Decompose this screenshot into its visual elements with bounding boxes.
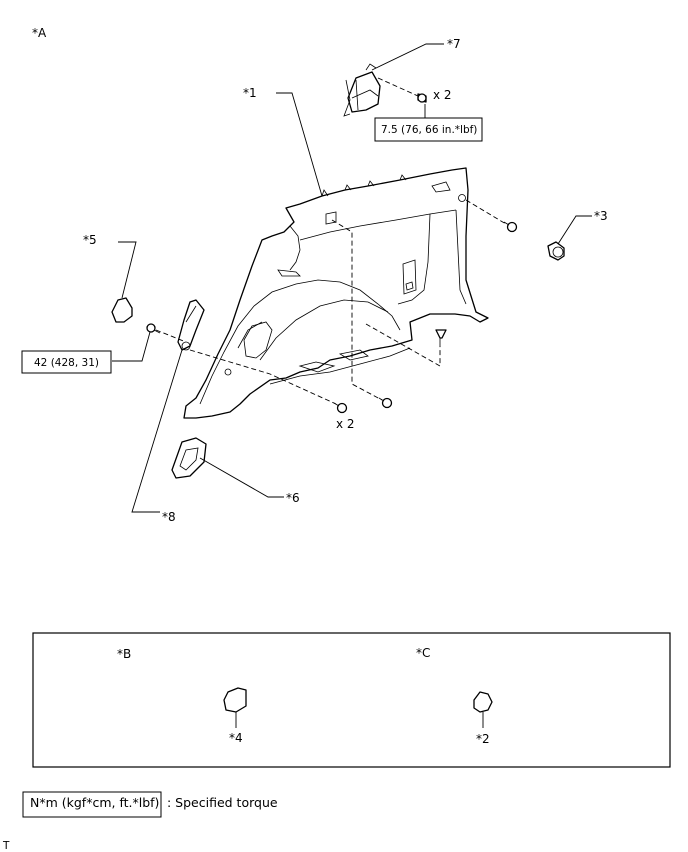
handle-part-6 — [171, 437, 207, 479]
cap-part-2 — [473, 691, 493, 713]
callout-3: *3 — [594, 209, 608, 223]
leader-lines — [112, 43, 592, 513]
callout-4: *4 — [229, 731, 243, 745]
torque-value-top: 7.5 (76, 66 in.*lbf) — [381, 124, 477, 136]
cap-part-5 — [111, 297, 133, 323]
legend-unit-box — [22, 791, 162, 818]
screw-bottom-b — [378, 397, 393, 409]
quantity-label-top: x 2 — [433, 88, 452, 102]
legend-description: : Specified torque — [167, 795, 278, 810]
assembly-lines — [155, 77, 507, 405]
callout-2: *2 — [476, 732, 490, 746]
callout-1: *1 — [243, 86, 257, 100]
detail-box — [32, 632, 671, 768]
legend-unit-text: N*m (kgf*cm, ft.*lbf) — [30, 795, 159, 810]
cap-part-4 — [223, 687, 247, 713]
belt-guide-part-8 — [177, 299, 205, 351]
corner-mark: T — [2, 840, 10, 852]
torque-value-left: 42 (428, 31) — [34, 357, 99, 369]
detail-label-b: *B — [117, 647, 131, 661]
torque-box-top — [374, 117, 483, 142]
callout-6: *6 — [286, 491, 300, 505]
bolt-left — [146, 323, 161, 334]
screw-bottom-a — [333, 402, 348, 414]
torque-box-left — [21, 350, 112, 374]
callout-8: *8 — [162, 510, 176, 524]
bracket-part-7 — [343, 63, 381, 117]
callout-5: *5 — [83, 233, 97, 247]
callout-7: *7 — [447, 37, 461, 51]
bolt-top — [417, 93, 427, 103]
quantity-label-bottom: x 2 — [336, 417, 355, 431]
quarter-trim-panel — [183, 167, 489, 419]
screw-right — [503, 221, 518, 233]
clip-part-3 — [547, 241, 565, 261]
clip-center — [435, 329, 447, 346]
detail-label-c: *C — [416, 646, 430, 660]
view-label-a: *A — [32, 26, 47, 40]
